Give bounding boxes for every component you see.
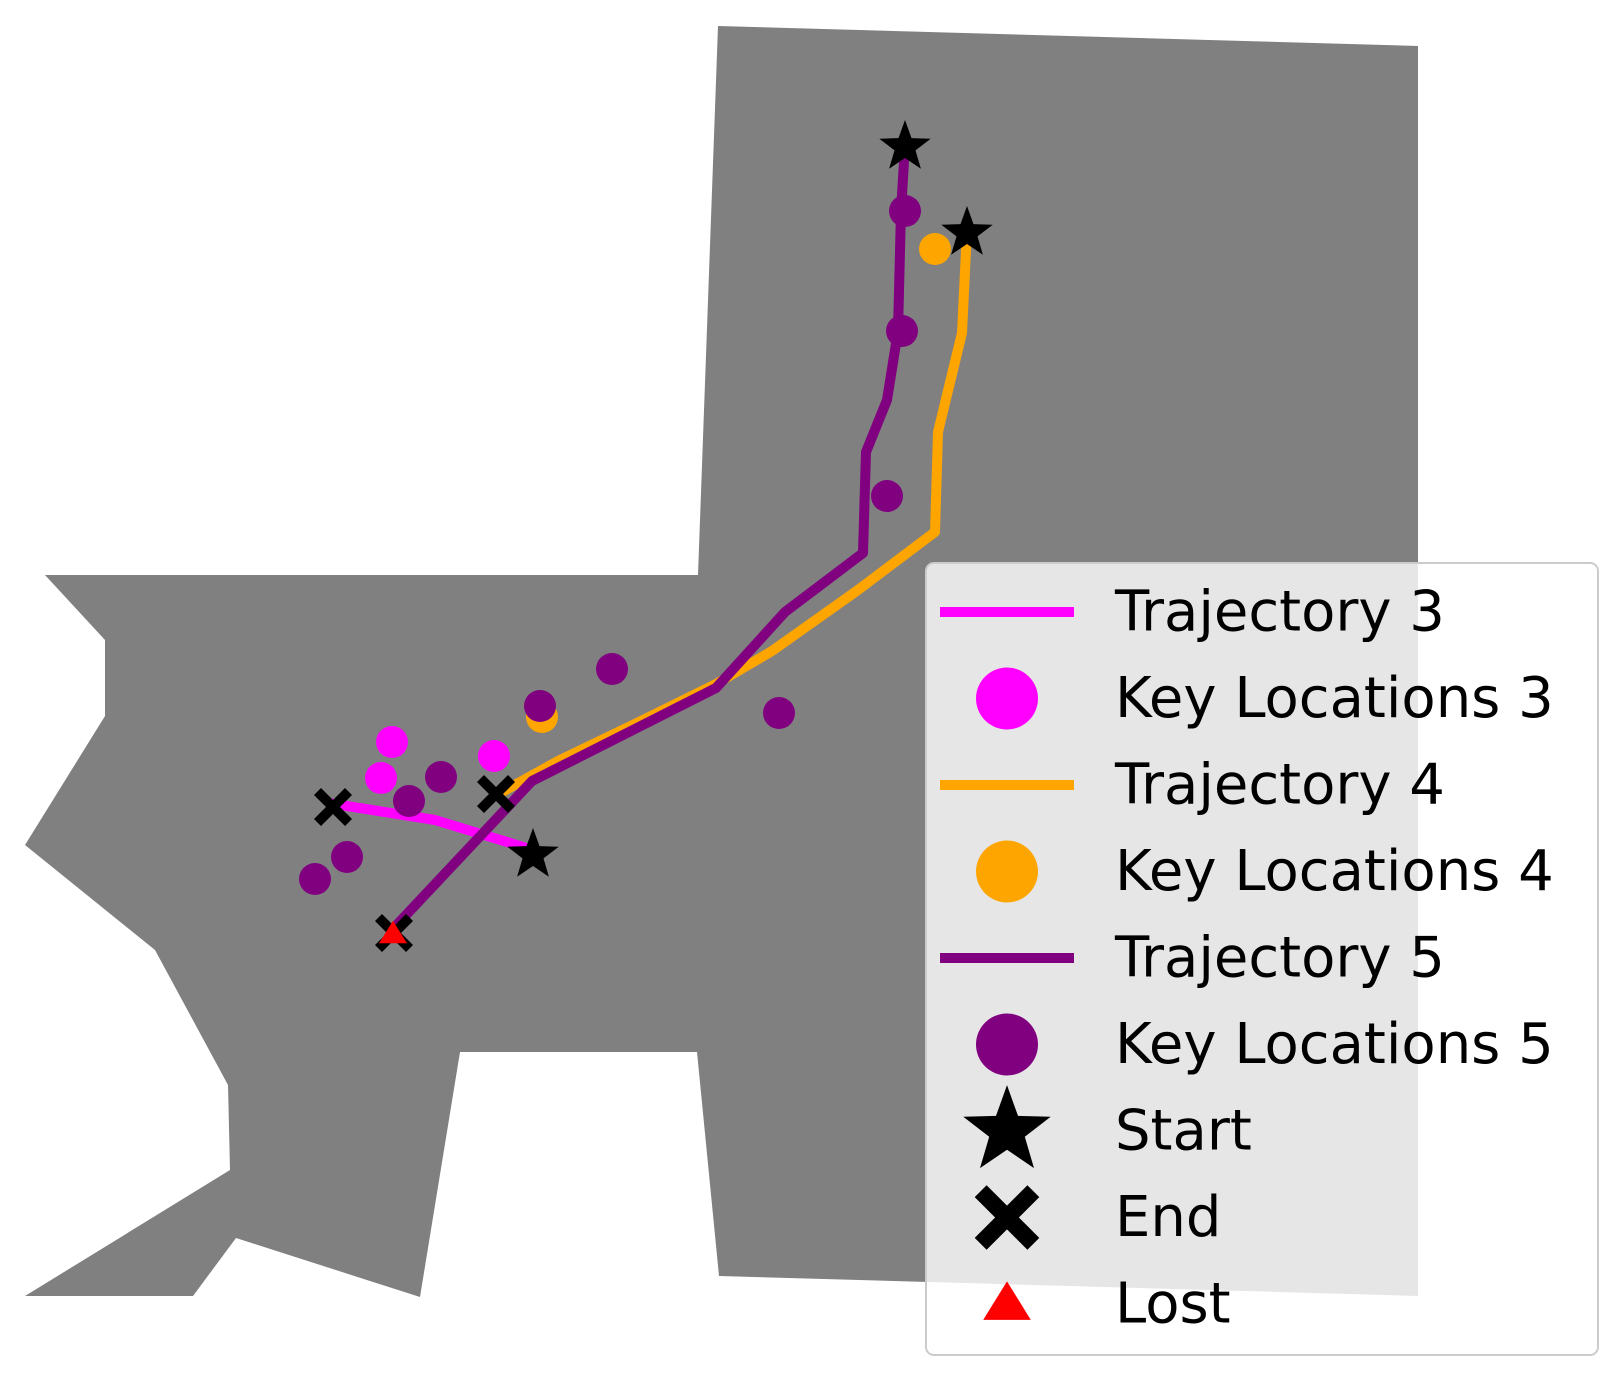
end-marker-1 — [314, 788, 352, 826]
trajectory-5-line — [387, 144, 910, 935]
key-locations-5-point-1 — [889, 195, 921, 227]
legend-key-locations-5-swatch — [976, 1013, 1038, 1076]
key-locations-4-point-1 — [919, 233, 951, 265]
legend-lost-label: Lost — [1115, 1272, 1231, 1337]
key-locations-3-point-3 — [478, 740, 510, 772]
legend-key-locations-5-label: Key Locations 5 — [1115, 1012, 1554, 1077]
key-locations-3-point-1 — [376, 726, 408, 758]
legend-key-locations-3-label: Key Locations 3 — [1115, 666, 1554, 731]
lost-marker-1 — [379, 920, 407, 944]
start-marker-3 — [507, 828, 559, 877]
legend-key-locations-4-swatch — [976, 840, 1038, 903]
legend-start-swatch — [963, 1085, 1051, 1169]
legend-key-locations-3-swatch — [976, 667, 1038, 730]
legend-end-swatch — [974, 1185, 1040, 1250]
key-locations-5-point-10 — [299, 863, 331, 895]
legend-trajectory-5-label: Trajectory 5 — [1114, 926, 1445, 991]
key-locations-5-point-6 — [763, 697, 795, 729]
start-marker-1 — [879, 120, 931, 169]
trajectory-lines — [327, 144, 972, 935]
start-marker-2 — [941, 206, 993, 255]
key-locations-3-point-2 — [365, 762, 397, 794]
trajectory-4-line — [490, 229, 972, 802]
legend-key-locations-4-label: Key Locations 4 — [1115, 839, 1554, 904]
legend-lost-swatch — [983, 1281, 1031, 1320]
legend-trajectory-4-label: Trajectory 4 — [1114, 753, 1445, 818]
end-marker-2 — [477, 775, 515, 813]
key-locations-5-point-4 — [596, 653, 628, 685]
key-locations-5-point-2 — [886, 315, 918, 347]
event-markers — [314, 120, 993, 952]
legend-start-label: Start — [1115, 1099, 1252, 1164]
key-locations-5-point-5 — [524, 690, 556, 722]
trajectory-3-line — [327, 798, 535, 855]
key-location-points — [299, 195, 951, 895]
legend-end-label: End — [1115, 1185, 1221, 1250]
key-locations-5-point-9 — [331, 841, 363, 873]
key-locations-5-point-8 — [393, 785, 425, 817]
legend-trajectory-3-label: Trajectory 3 — [1114, 580, 1445, 645]
legend: Trajectory 3 Key Locations 3 Trajectory 4 K… — [925, 562, 1599, 1356]
key-locations-5-point-3 — [871, 480, 903, 512]
key-locations-5-point-7 — [425, 761, 457, 793]
legend-box — [925, 562, 1599, 1356]
